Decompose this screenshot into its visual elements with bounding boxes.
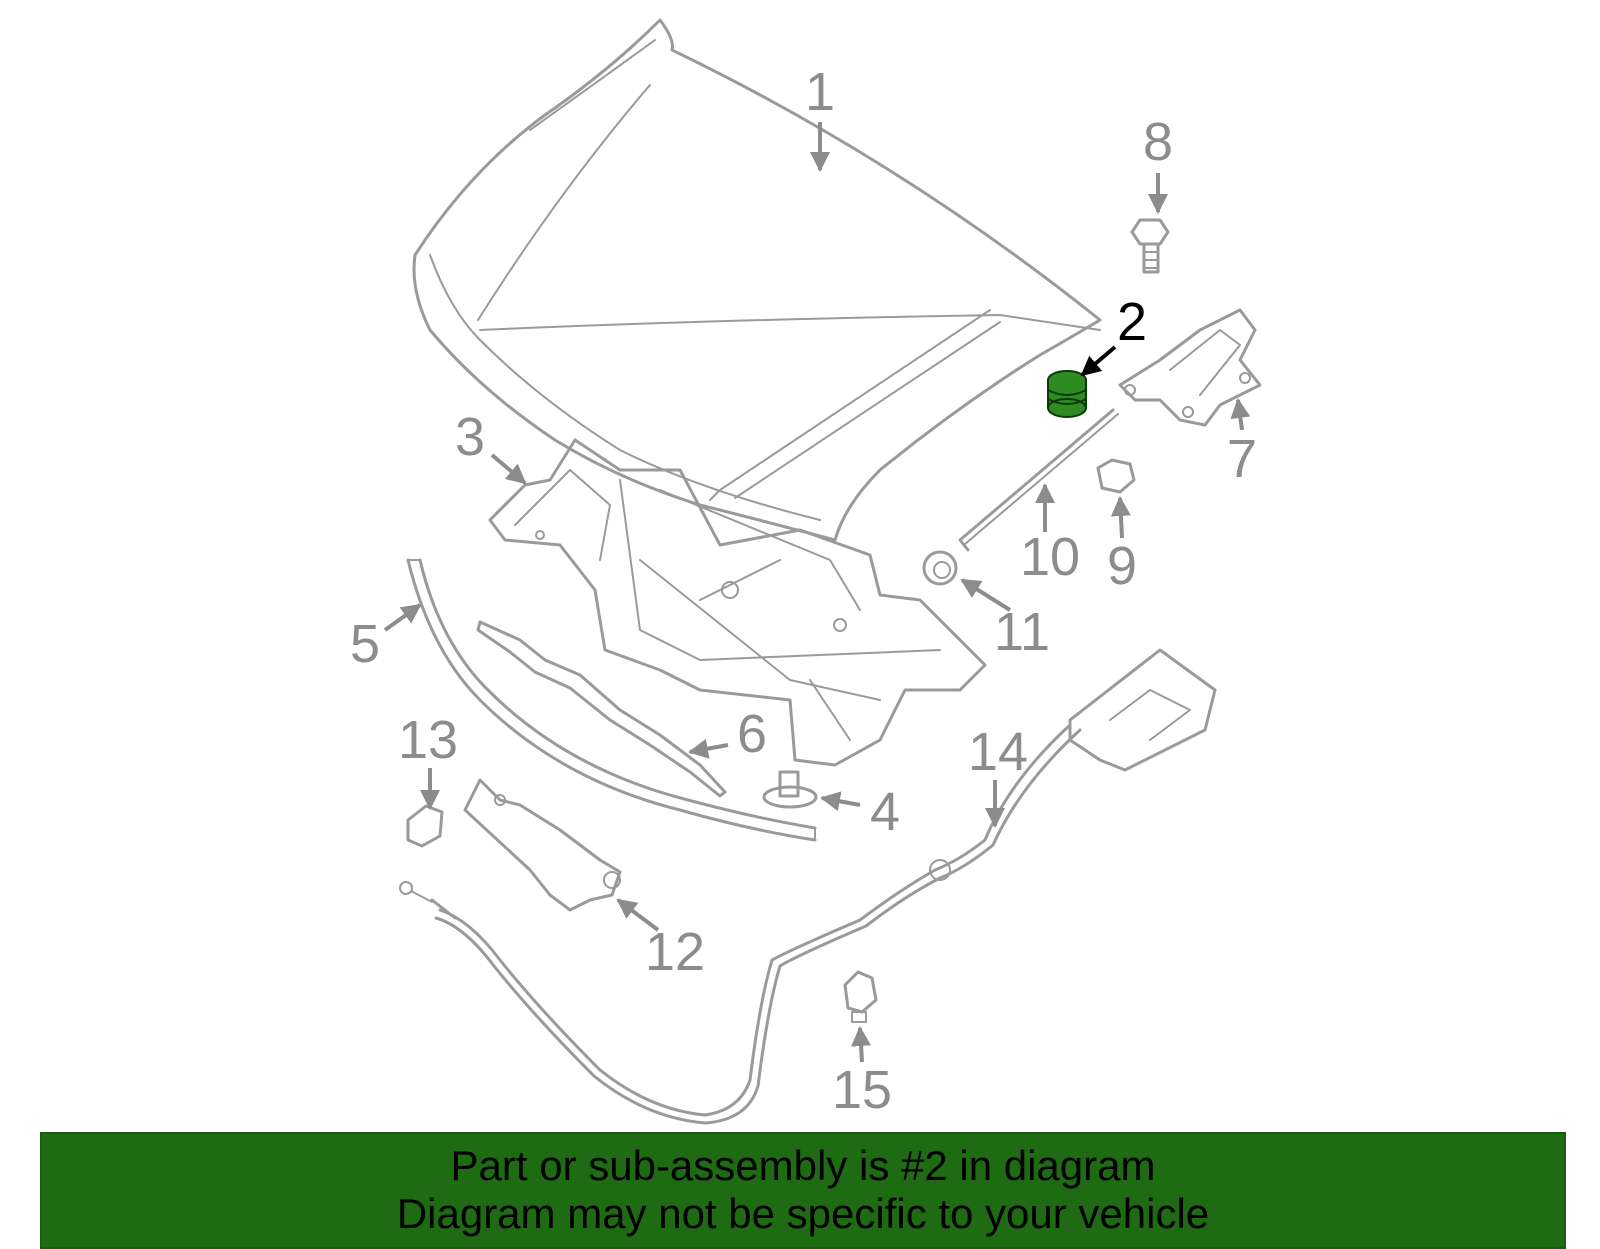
callout-5: 5: [350, 614, 380, 674]
hood-latch: [463, 778, 622, 912]
prop-rod-grommet: [922, 550, 958, 586]
callout-9: 9: [1107, 536, 1137, 596]
hood-bumper-highlighted: [1047, 370, 1087, 418]
info-banner: Part or sub-assembly is #2 in diagram Di…: [40, 1132, 1566, 1249]
prop-rod: [958, 408, 1119, 552]
hood-release-handle: [1068, 648, 1217, 772]
callout-6: 6: [737, 704, 767, 764]
hood-release-cable: [399, 723, 1082, 1125]
leader-lines: [383, 122, 1251, 1063]
bolt: [1130, 218, 1170, 274]
hood-inner-frame: [488, 438, 987, 767]
banner-line-disclaimer: Diagram may not be specific to your vehi…: [396, 1190, 1210, 1237]
callout-labels: 1 2 3 4 5 6 7 8 9 10 11 12 13 14 15: [350, 62, 1257, 1120]
hood-stopper: [843, 970, 878, 1023]
prop-rod-cap: [1096, 458, 1136, 494]
callout-4: 4: [870, 782, 900, 842]
callout-3: 3: [455, 407, 485, 467]
banner-line-part-number: Part or sub-assembly is #2 in diagram: [450, 1142, 1156, 1189]
callout-11: 11: [994, 602, 1050, 662]
callout-1: 1: [805, 62, 835, 122]
callout-15: 15: [832, 1060, 892, 1120]
callout-14: 14: [968, 722, 1028, 782]
callout-12: 12: [645, 922, 705, 982]
callout-13: 13: [398, 710, 458, 770]
hood-panel: [412, 18, 1102, 542]
callout-10: 10: [1020, 527, 1080, 587]
callout-8: 8: [1143, 112, 1173, 172]
hood-hinge: [1118, 308, 1262, 427]
hood-latch-bumper: [406, 804, 444, 848]
hood-clip: [762, 770, 818, 809]
hood-insulator-strip: [476, 620, 727, 798]
hood-seal: [406, 558, 817, 842]
callout-2: 2: [1117, 292, 1147, 352]
callout-7: 7: [1227, 429, 1257, 489]
